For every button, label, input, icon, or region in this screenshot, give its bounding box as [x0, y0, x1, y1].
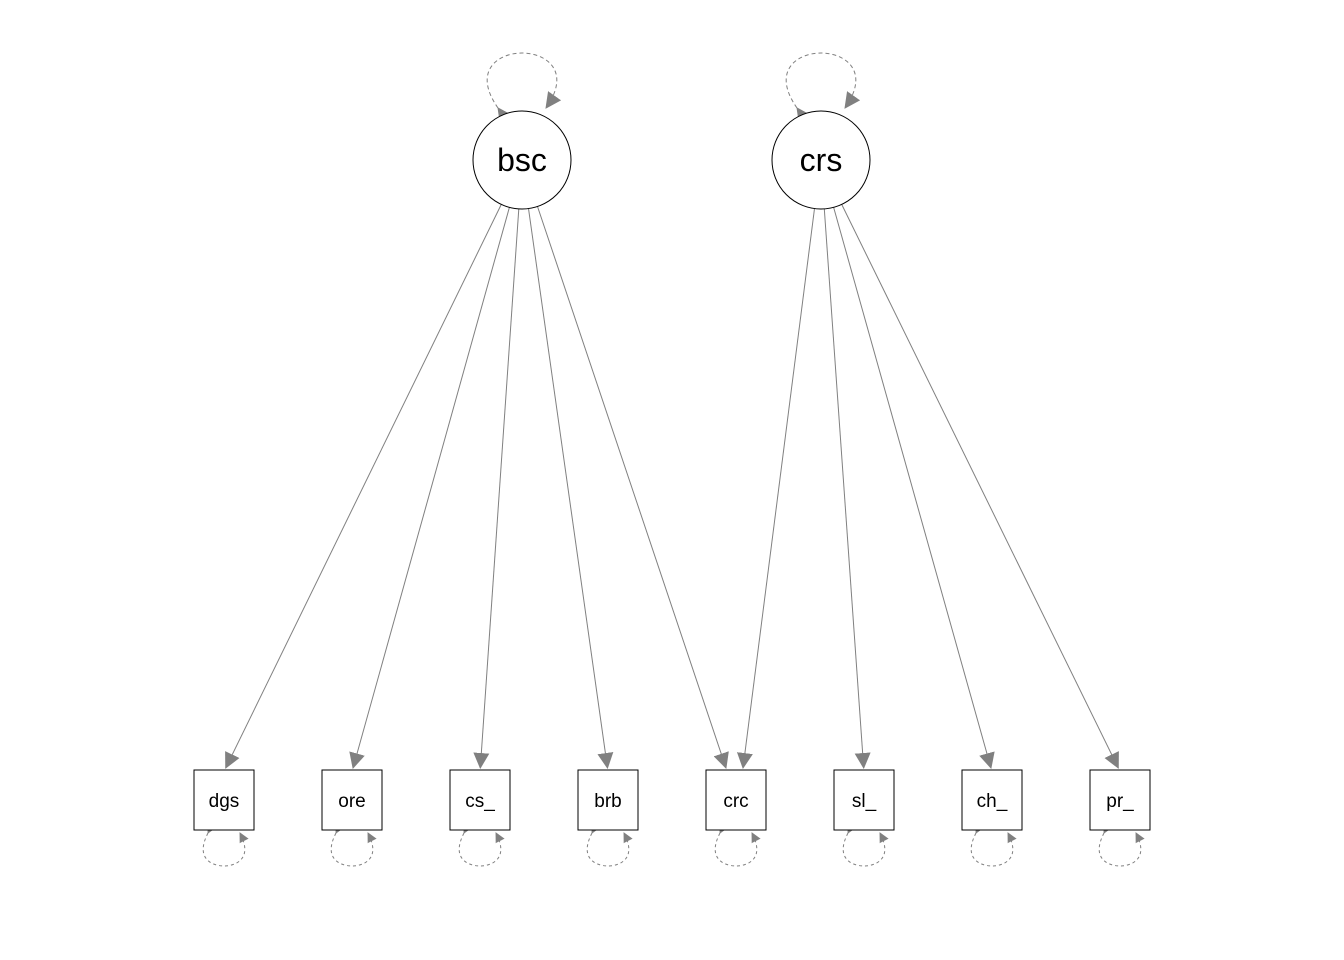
residual-loop-brb [586, 822, 633, 867]
observed-node-brb: brb [577, 769, 639, 831]
observed-box [577, 769, 639, 831]
observed-box [449, 769, 511, 831]
observed-label: pr_ [1106, 791, 1134, 812]
observed-box [1089, 769, 1151, 831]
observed-node-ore: ore [321, 769, 383, 831]
observed-label: cs_ [465, 791, 495, 812]
observed-node-crc: crc [705, 769, 767, 831]
observed-box [833, 769, 895, 831]
latent-label: bsc [497, 142, 547, 178]
loading-arrow-crs-ch_ [833, 207, 995, 769]
residual-loop-sl_ [842, 822, 889, 867]
observed-node-ch_: ch_ [961, 769, 1023, 831]
variance-loops [202, 52, 1145, 867]
variance-loop-bsc [486, 52, 562, 125]
observed-box [321, 769, 383, 831]
loading-arrow-crs-sl_ [823, 208, 871, 769]
residual-loop-cs_ [458, 822, 505, 867]
loading-arrow-bsc-dgs [225, 204, 502, 769]
loading-arrow-bsc-brb [528, 208, 614, 769]
observed-label: ch_ [977, 791, 1008, 812]
observed-label: brb [594, 791, 621, 812]
loading-arrow-bsc-cs_ [473, 208, 520, 769]
residual-loop-crc [714, 822, 761, 867]
observed-node-sl_: sl_ [833, 769, 895, 831]
observed-label: crc [723, 791, 748, 812]
residual-loop-pr_ [1098, 822, 1145, 867]
observed-node-dgs: dgs [193, 769, 255, 831]
observed-node-pr_: pr_ [1089, 769, 1151, 831]
latent-label: crs [800, 142, 843, 178]
observed-box [961, 769, 1023, 831]
observed-label: ore [338, 791, 365, 812]
observed-label: sl_ [852, 791, 877, 812]
observed-label: dgs [209, 791, 240, 812]
observed-box [705, 769, 767, 831]
loading-arrow-crs-crc [736, 208, 815, 769]
loading-arrow-bsc-ore [349, 207, 510, 769]
residual-loop-ch_ [970, 822, 1017, 867]
latent-circle [771, 110, 871, 210]
loading-arrow-crs-pr_ [841, 204, 1119, 769]
residual-loop-dgs [202, 822, 249, 867]
nodes: bsc crs dgs ore cs_ brb crc sl_ ch_ pr_ [193, 110, 1151, 831]
residual-loop-ore [330, 822, 377, 867]
latent-circle [472, 110, 572, 210]
observed-box [193, 769, 255, 831]
observed-node-cs_: cs_ [449, 769, 511, 831]
latent-node-bsc: bsc [472, 110, 572, 210]
loading-arrow-bsc-crc [537, 206, 729, 769]
loading-edges [225, 204, 1119, 769]
variance-loop-crs [785, 52, 861, 125]
latent-node-crs: crs [771, 110, 871, 210]
